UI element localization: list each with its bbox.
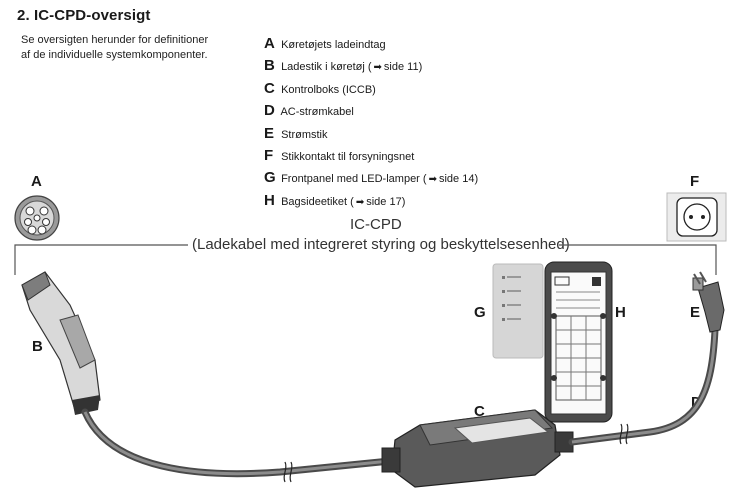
hand-pointer-icon: ➡ — [355, 196, 365, 208]
hand-pointer-icon: ➡ — [373, 62, 382, 74]
diagram-subheading: (Ladekabel med integreret styring og bes… — [192, 236, 570, 253]
page-reference[interactable]: side 11) — [383, 61, 423, 74]
legend-item-f: F Stikkontakt til forsyningsnet — [264, 147, 478, 169]
page-reference[interactable]: side 14) — [438, 173, 479, 186]
legend-letter: C — [264, 79, 275, 97]
callout-h: H — [615, 304, 626, 321]
legend-label: Stikkontakt til forsyningsnet — [281, 150, 415, 163]
legend-letter: B — [264, 57, 275, 75]
legend-label: Køretøjets ladeindtag — [281, 39, 386, 51]
callout-f: F — [690, 173, 700, 190]
legend-item-h: H Bagsideetiket (➡side 17) — [264, 192, 478, 214]
legend-item-a: A Køretøjets ladeindtag — [264, 35, 478, 57]
power-plug-icon — [692, 271, 725, 333]
legend-label: AC-strømkabel — [280, 106, 354, 119]
control-box-icon — [381, 409, 574, 488]
legend-label: Frontpanel med LED-lamper ( — [281, 173, 427, 186]
front-panel-icon — [492, 263, 544, 359]
callout-g: G — [474, 304, 486, 321]
legend-label: Kontrolboks (ICCB) — [281, 83, 376, 96]
legend-letter: D — [264, 102, 275, 120]
legend-item-e: E Strømstik — [264, 125, 478, 147]
legend-label: Ladestik i køretøj ( — [281, 61, 372, 74]
legend-item-c: C Kontrolboks (ICCB) — [264, 80, 478, 102]
legend-item-g: G Frontpanel med LED-lamper (➡side 14) — [264, 169, 478, 191]
page-reference[interactable]: side 17) — [366, 195, 406, 208]
hand-pointer-icon: ➡ — [428, 174, 437, 186]
intro-line: af de individuelle systemkomponenter. — [21, 49, 208, 61]
legend-letter: H — [264, 191, 275, 209]
vehicle-connector-icon — [21, 271, 101, 415]
callout-a: A — [31, 173, 42, 190]
intro-text: Se oversigten herunder for definitioner … — [21, 33, 241, 63]
legend-label: Bagsideetiket ( — [281, 195, 354, 208]
rear-label-icon — [544, 261, 613, 423]
component-legend: A Køretøjets ladeindtag B Ladestik i kør… — [264, 35, 478, 214]
legend-letter: G — [264, 169, 276, 187]
legend-item-d: D AC-strømkabel — [264, 102, 478, 124]
legend-item-b: B Ladestik i køretøj (➡side 11) — [264, 57, 478, 79]
callout-e: E — [690, 304, 701, 321]
intro-line: Se oversigten herunder for definitioner — [21, 34, 209, 46]
callout-b: B — [32, 338, 43, 355]
wall-socket-icon — [666, 192, 727, 242]
diagram-heading: IC-CPD — [350, 216, 402, 233]
legend-label: Strømstik — [281, 128, 328, 141]
legend-letter: A — [264, 35, 275, 52]
legend-letter: F — [264, 146, 274, 164]
bracket-lines — [14, 244, 717, 275]
callout-c: C — [474, 403, 485, 420]
cable-break-marks — [283, 423, 629, 483]
vehicle-inlet-icon — [14, 195, 60, 241]
legend-letter: E — [264, 124, 275, 142]
section-title: 2. IC-CPD-oversigt — [17, 7, 151, 24]
